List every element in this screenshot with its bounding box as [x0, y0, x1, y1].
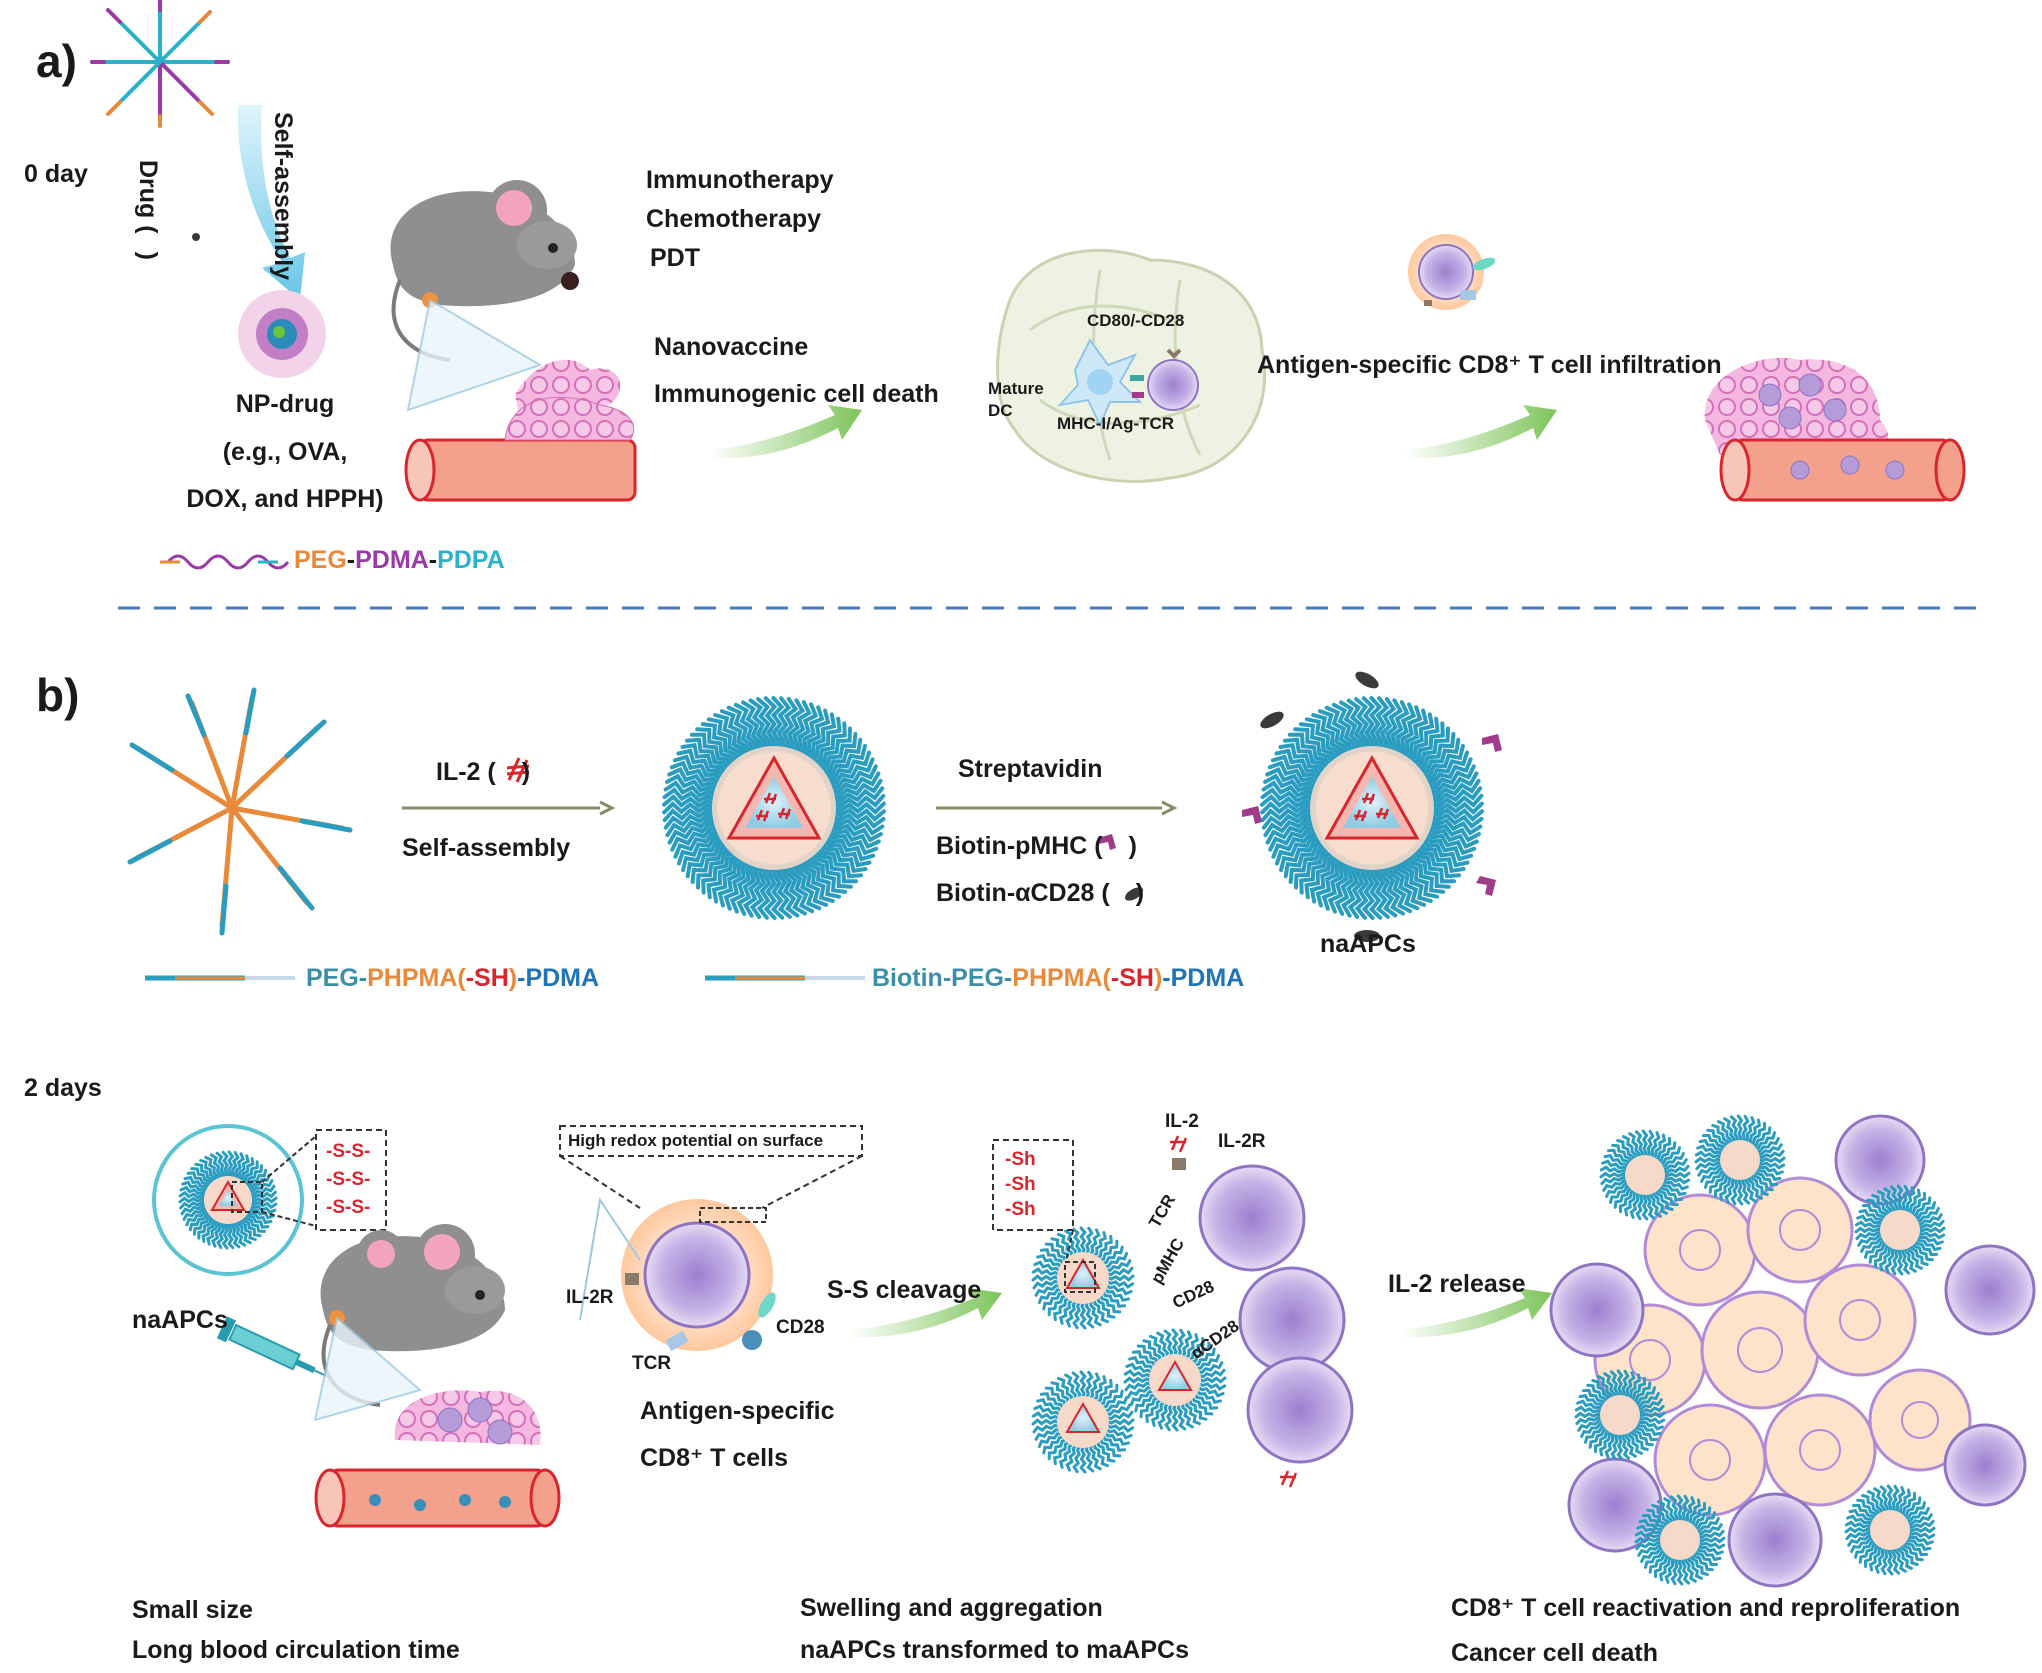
- mature-dc-label-1: Mature: [988, 379, 1044, 398]
- il2-icon-b: [506, 757, 530, 783]
- lymph-node: [996, 248, 1267, 483]
- bottom-right-line-1: CD8⁺ T cell reactivation and reprolifera…: [1451, 1594, 1961, 1622]
- np-drug-label: NP-drug: [235, 390, 335, 418]
- sh-group-3: -Sh: [1005, 1199, 1036, 1220]
- mechanism-nanovaccine: Nanovaccine: [654, 333, 809, 361]
- ss-bond-3: -S-S-: [326, 1197, 371, 1218]
- star-polymer-a: [90, 0, 230, 128]
- tcell-a-single: [1408, 234, 1496, 310]
- mhc-tcr-label: MHC-I/Ag-TCR: [1057, 414, 1175, 433]
- polymer-b1-label: PEG-PHPMA(-SH)-PDMA: [306, 964, 600, 992]
- il2-release-label: IL-2 release: [1388, 1270, 1526, 1298]
- self-assembly-a-label: Self-assembly: [269, 112, 297, 281]
- il2-label-cluster: IL-2: [1165, 1111, 1199, 1132]
- cluster-right: [1549, 1114, 2036, 1588]
- streptavidin-label: Streptavidin: [958, 755, 1103, 783]
- panel-a-graphics: [90, 0, 1966, 570]
- sh-group-1: -Sh: [1005, 1149, 1036, 1170]
- arrow-b3: [850, 1288, 1002, 1338]
- bottom-right-line-2: Cancer cell death: [1451, 1639, 1659, 1667]
- il2r-label-left: IL-2R: [566, 1287, 614, 1308]
- syringe-icon: [216, 1316, 333, 1380]
- infiltration-label: Antigen-specific CD8⁺ T cell infiltratio…: [1257, 351, 1722, 379]
- mechanism-icd: Immunogenic cell death: [654, 380, 939, 408]
- vessel-tumor-b: [314, 1390, 561, 1528]
- drug-label: Drug (): [134, 160, 162, 260]
- therapy-immunotherapy: Immunotherapy: [646, 166, 834, 194]
- bottom-mid-line-1: Swelling and aggregation: [800, 1594, 1103, 1622]
- cluster-middle: [992, 1135, 1354, 1488]
- micelle-il2-loaded: [662, 696, 886, 920]
- np-drug-examples-2: DOX, and HPPH): [186, 485, 384, 513]
- bottom-left-line-2: Long blood circulation time: [132, 1636, 460, 1664]
- arrow-b4: [1400, 1288, 1552, 1338]
- tcells-label-1: Antigen-specific: [640, 1397, 835, 1425]
- vessel-tumor-a: [404, 359, 637, 502]
- biotin-pmhc-label: Biotin-pMHC (): [936, 832, 1137, 860]
- bottom-mid-line-2: naAPCs transformed to maAPCs: [800, 1636, 1189, 1664]
- il2-label: IL-2 (): [436, 758, 531, 786]
- tcells-label-2: CD8⁺ T cells: [640, 1444, 788, 1472]
- biotin-acd28-label: Biotin-αCD28 (): [936, 879, 1145, 907]
- tcell-b-halo: [621, 1199, 776, 1352]
- polymer-a-label: PEG-PDMA-PDPA: [294, 546, 505, 574]
- mature-dc-label-2: DC: [988, 401, 1013, 420]
- naapc-inset: [152, 1124, 387, 1276]
- micelle-naapc: [1242, 671, 1502, 942]
- pmhc-icon: [1098, 834, 1116, 850]
- polymer-b2-label: Biotin-PEG-PHPMA(-SH)-PDMA: [872, 964, 1245, 992]
- day-0-label: 0 day: [24, 160, 88, 188]
- sh-group-2: -Sh: [1005, 1174, 1036, 1195]
- bottom-left-line-1: Small size: [132, 1596, 253, 1624]
- costim-label: CD80/-CD28: [1087, 311, 1185, 330]
- il2r-label-cluster: IL-2R: [1218, 1131, 1266, 1152]
- ss-cleavage-label: S-S cleavage: [827, 1276, 982, 1304]
- ss-bond-2: -S-S-: [326, 1169, 371, 1190]
- acd28-icon: [1124, 887, 1144, 901]
- ss-bond-1: -S-S-: [326, 1141, 371, 1162]
- arrow-a2: [1405, 405, 1557, 459]
- self-assembly-b-label: Self-assembly: [402, 834, 571, 862]
- day-2-label: 2 days: [24, 1074, 102, 1102]
- arrow-a1: [710, 405, 862, 459]
- np-drug-micelle: [238, 290, 326, 378]
- tcr-label-left: TCR: [632, 1353, 672, 1374]
- panel-a-label: a): [36, 35, 77, 87]
- np-drug-examples-1: (e.g., OVA,: [222, 438, 348, 466]
- therapy-pdt: PDT: [650, 244, 700, 272]
- naapcs-left-label: naAPCs: [132, 1306, 228, 1334]
- therapy-chemotherapy: Chemotherapy: [646, 205, 822, 233]
- naapcs-label: naAPCs: [1320, 930, 1416, 958]
- vessel-tumor-a-infiltrated: [1704, 357, 1966, 502]
- panel-b-label: b): [36, 669, 80, 721]
- star-polymer-b: [127, 687, 353, 936]
- cd28-label-left: CD28: [776, 1317, 825, 1338]
- redox-label: High redox potential on surface: [568, 1131, 824, 1150]
- self-assembly-arrow: [237, 105, 305, 300]
- panel-b-graphics: [127, 671, 2036, 1588]
